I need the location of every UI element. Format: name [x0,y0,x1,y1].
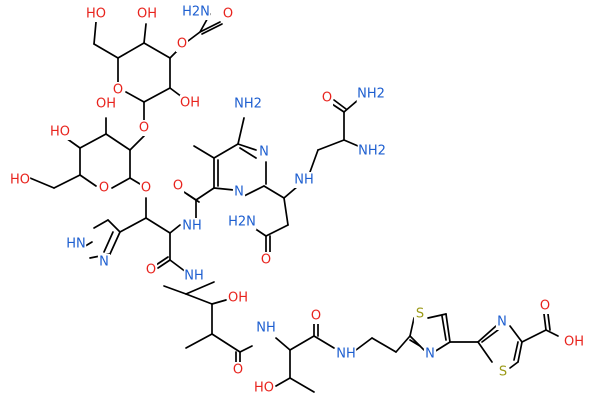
atom-label-bg [413,306,427,322]
atom-label-oh-sugar1-c4: OH [137,7,157,22]
atom-label-o-sugar2-ring: O [99,181,109,196]
atom-label-bg [356,86,386,102]
atom-label-o-valerate-carbonyl: O [233,363,243,378]
atom-label-bg [496,364,510,380]
atom-label-bg [144,262,158,278]
atom-label-nh-sidechain: NH [294,173,314,188]
atom-label-bg [139,180,153,196]
atom-label-o-sugar1-ring: O [113,83,123,98]
atom-label-bg [423,346,437,362]
atom-label-o-carbamoyl-carbonyl: O [223,7,233,22]
atom-label-bg [227,214,257,230]
atom-label-bg [495,314,509,330]
atom-label-nh-imidazole: HN [66,237,86,252]
atom-label-n-thiazole-2: N [497,315,507,330]
atom-label-oh-valerate: OH [228,291,248,306]
atom-label-bg [136,6,158,22]
atom-label-nh2-sidechain: NH2 [358,144,386,159]
atom-label-bg [65,236,87,252]
atom-label-n-pyrimidine-2: N [234,185,244,200]
atom-label-n-pyrimidine-1: N [259,145,269,160]
atom-label-bg [175,36,189,52]
atom-label-bg [232,184,246,200]
atom-label-bg [231,362,245,378]
atom-label-bg [320,90,334,106]
atom-label-bg [49,124,71,140]
atom-label-bg [538,298,552,314]
atom-label-bg [253,380,275,396]
atom-label-bg [181,218,203,234]
atom-label-s-thiazole-1: S [416,307,424,322]
atom-label-bg [227,290,249,306]
atom-label-h2n-side-amide: H2N [228,215,256,230]
atom-label-oh-sugar1-c2: OH [180,96,200,111]
atom-label-o-side-amide: O [261,253,271,268]
atom-label-nh-pyrimidine-amide: NH [182,219,202,234]
atom-label-nh-his-amide: NH [184,269,204,284]
atom-label-bg [335,346,357,362]
atom-label-bg [95,96,117,112]
atom-label-nh2-pyrimidine: NH2 [234,97,262,112]
atom-label-ho-sugar2-c4: HO [50,125,70,140]
atom-label-bg [259,252,273,268]
atom-label-bg [137,120,151,136]
atom-label-bg [97,180,111,196]
atom-label-bg [171,178,185,194]
atom-label-n-thiazole-1: N [425,347,435,362]
atom-label-ho-thr: HO [254,381,274,396]
atom-label-bg [97,254,111,270]
atom-label-o-thr-carbonyl: O [311,309,321,324]
atom-label-oh-sugar2-c3: OH [96,97,116,112]
atom-label-oh-acid: OH [564,335,584,350]
atom-label-nh2-diamino-amide: NH2 [357,87,385,102]
atom-label-bg [257,144,271,160]
atom-label-bg [563,334,585,350]
atom-label-bg [111,82,125,98]
atom-label-ho-sugar2-ch2oh: HO [10,173,30,188]
atom-label-bg [357,143,387,159]
atom-label-ho-sugar1-ch2oh: HO [86,7,106,22]
atom-label-o-glycosidic-link: O [139,121,149,136]
atom-label-bg [293,172,315,188]
bond-lines [29,13,559,393]
atom-label-o-sugar2-anomeric: O [141,181,151,196]
atom-label-bg [9,172,31,188]
atom-label-n-imidazole: N [99,255,109,270]
atom-label-bg [181,4,211,20]
atom-label-bg [183,268,205,284]
atom-label-o-his-carbonyl: O [146,263,156,278]
atom-label-bg [179,95,201,111]
atom-label-bg [255,320,277,336]
atom-label-h2n-carbamoyl: H2N [182,5,210,20]
atom-label-o-acid-carbonyl: O [540,299,550,314]
atom-label-bg [85,6,107,22]
atom-label-nh-thr-amide: NH [256,321,276,336]
atom-label-o-pyrimidine-amide: O [173,179,183,194]
atom-label-bg [233,96,263,112]
atom-label-bg [221,6,235,22]
atom-label-bg [309,308,323,324]
atom-label-s-thiazole-2: S [499,365,507,380]
atom-label-o-diamino-amide: O [322,91,332,106]
atom-label-o-carbamoyl-ester: O [177,37,187,52]
atom-label-nh-ethyl-amide: NH [336,347,356,362]
